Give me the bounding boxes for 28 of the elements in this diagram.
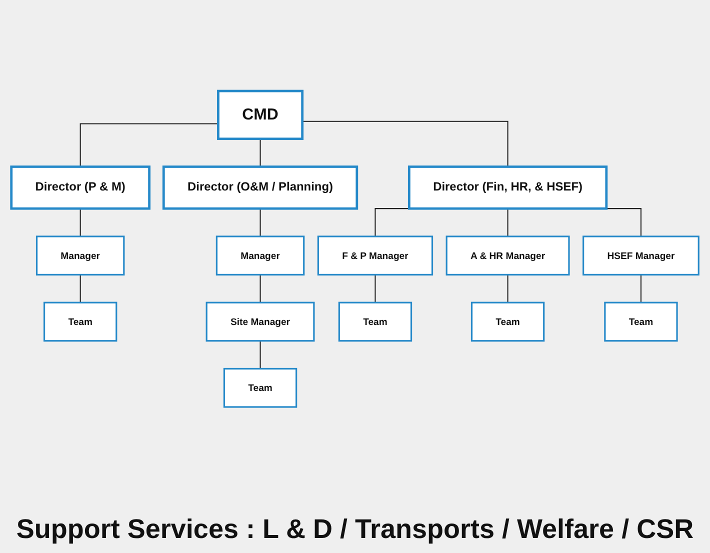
- connector: [80, 123, 218, 167]
- connector: [507, 274, 508, 303]
- connector: [374, 274, 376, 303]
- node-box: Manager: [36, 236, 125, 276]
- connector: [260, 274, 261, 303]
- node-box: Director (O&M / Planning): [162, 166, 358, 210]
- node-box: HSEF Manager: [582, 236, 700, 276]
- node-box: Team: [338, 302, 412, 342]
- node-box: Team: [470, 302, 545, 342]
- node-box: CMD: [217, 90, 304, 140]
- node-box: A & HR Manager: [446, 236, 570, 276]
- caption: Support Services : L & D / Transports / Welfare / CSR: [15, 514, 695, 545]
- connector: [640, 274, 642, 303]
- node-box: Director (P & M): [10, 166, 150, 210]
- node-box: Manager: [216, 236, 305, 276]
- node-box: Director (Fin, HR, & HSEF): [408, 166, 608, 210]
- connector: [302, 120, 508, 167]
- connector: [260, 208, 261, 236]
- node-box: Team: [604, 302, 678, 342]
- connector: [260, 138, 261, 167]
- node-box: Team: [44, 302, 118, 342]
- connector: [507, 208, 508, 236]
- node-box: F & P Manager: [317, 236, 434, 276]
- connector: [260, 340, 261, 369]
- connector: [80, 208, 81, 236]
- connector: [80, 274, 81, 303]
- node-box: Team: [223, 368, 298, 408]
- node-box: Site Manager: [206, 302, 315, 342]
